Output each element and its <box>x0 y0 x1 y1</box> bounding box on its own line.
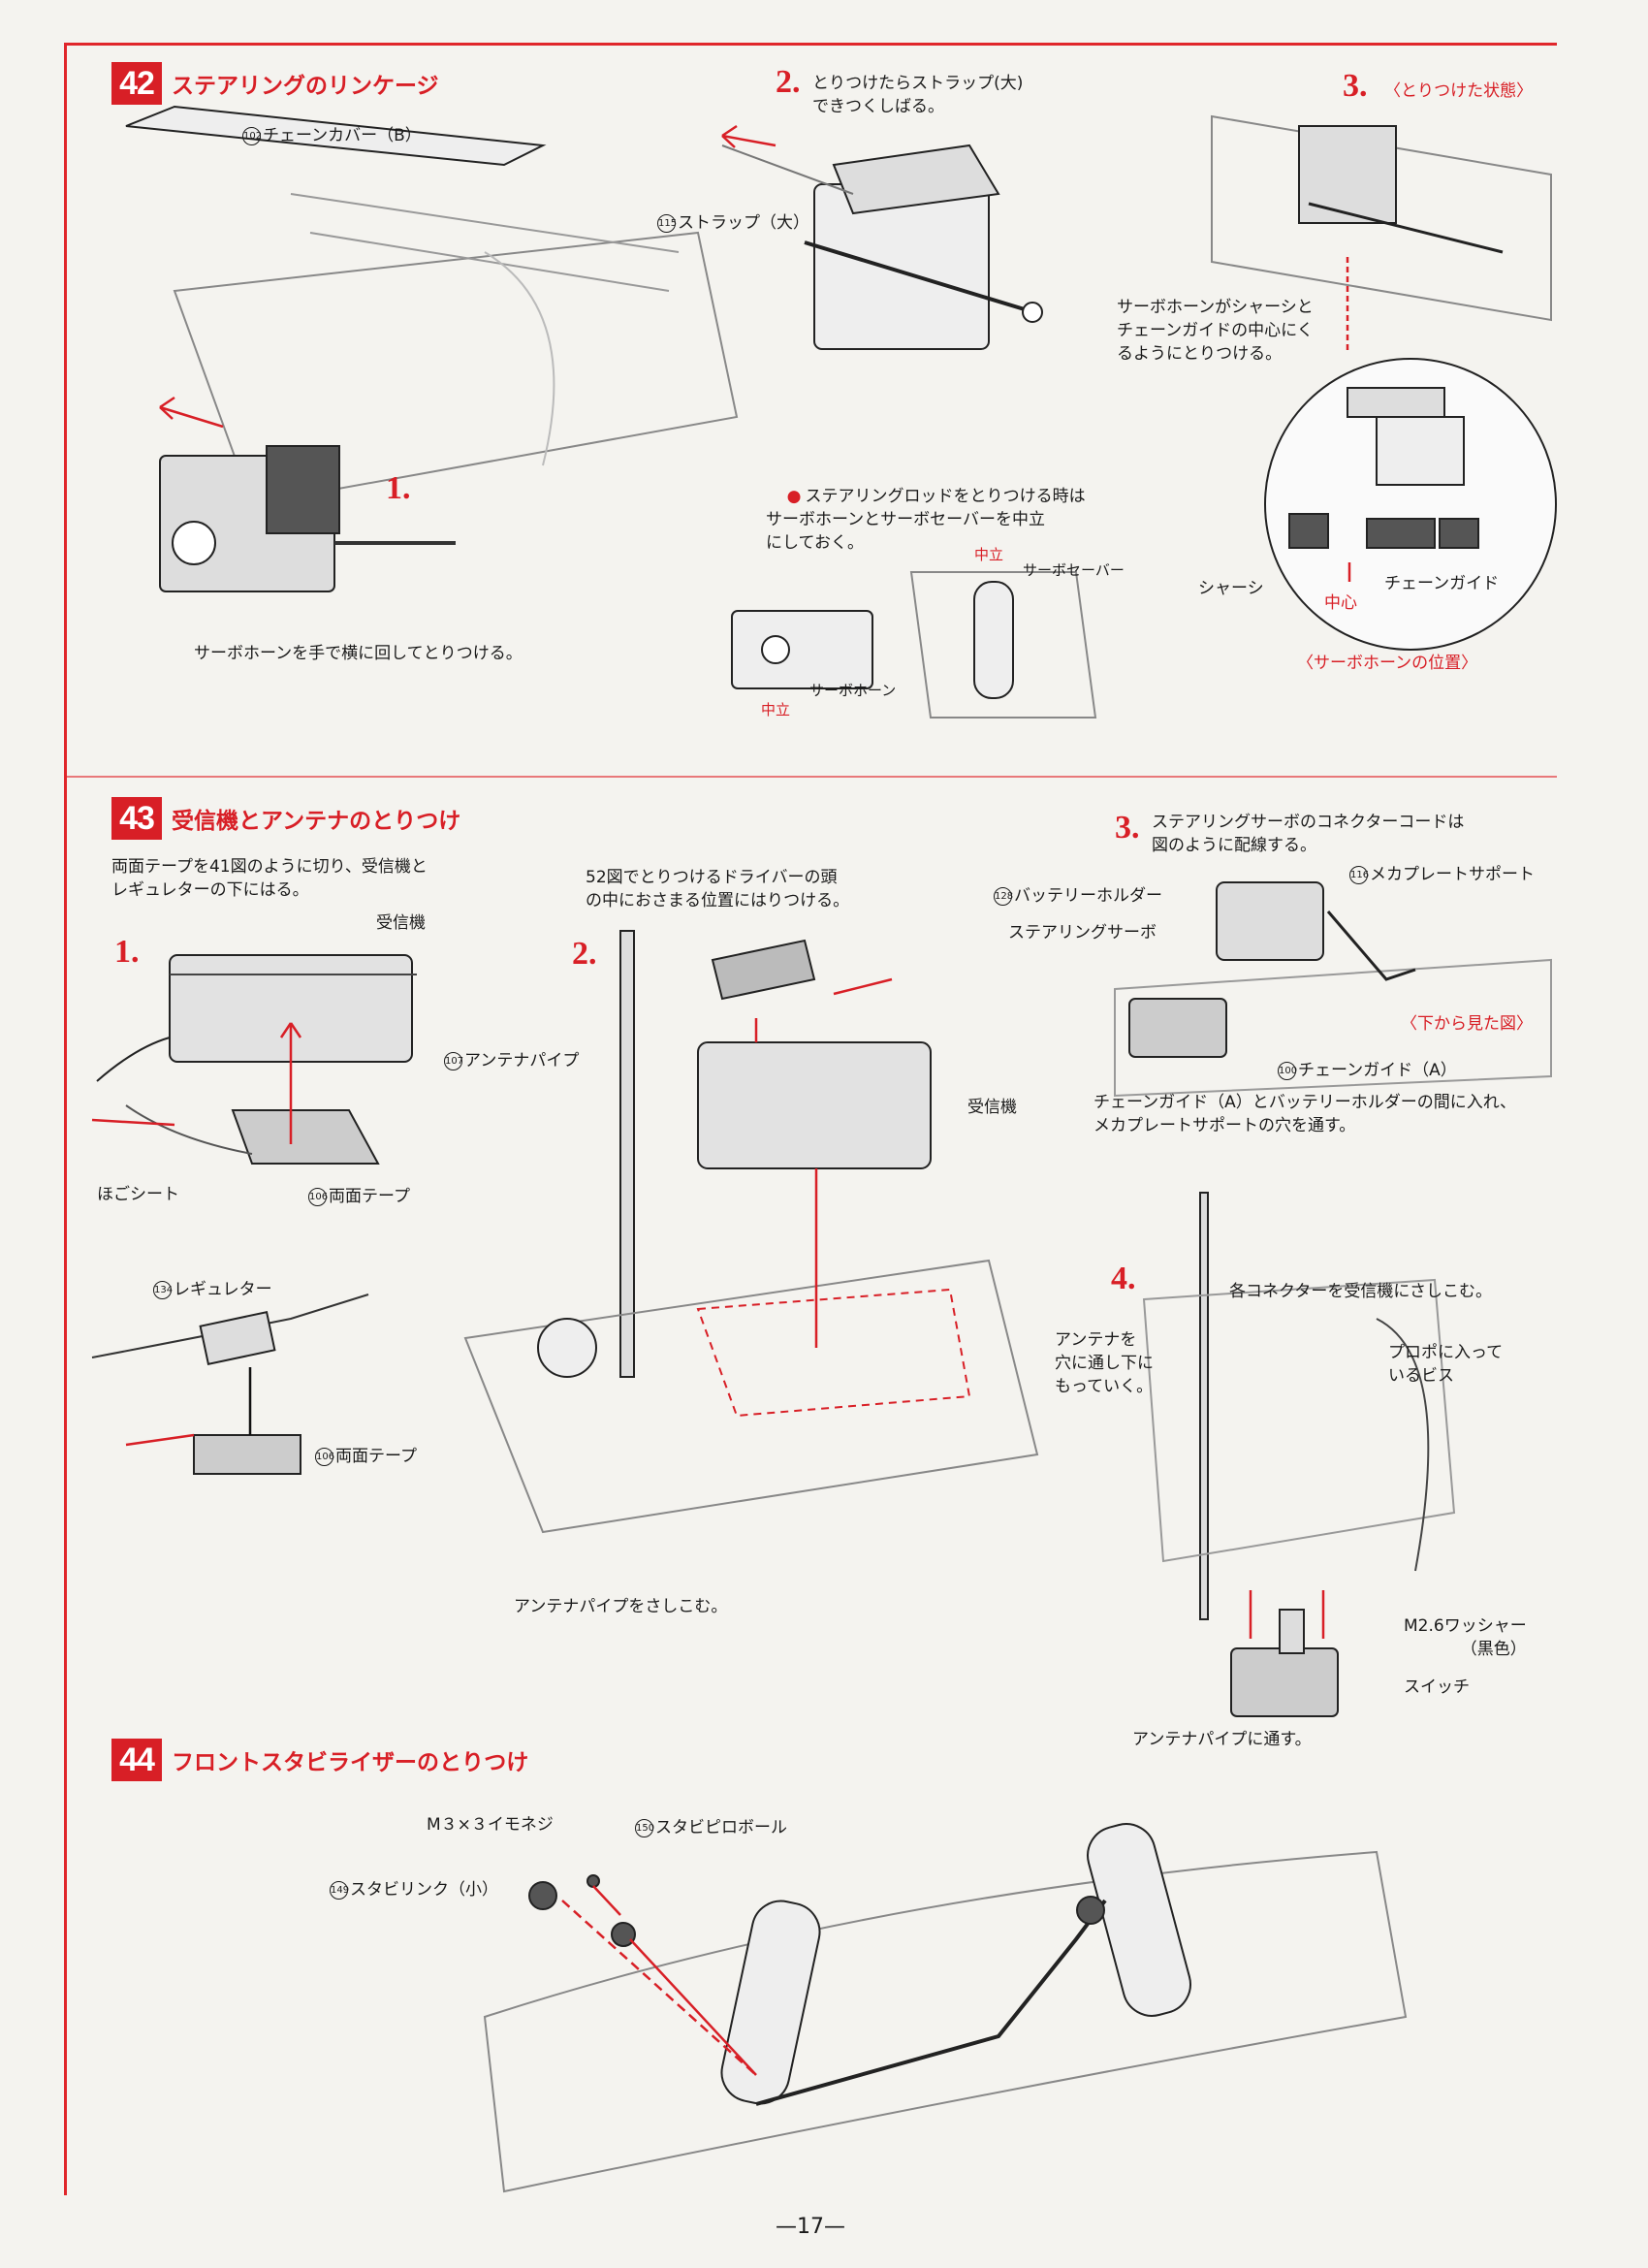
step-3-label: 3. <box>1343 68 1368 104</box>
antenna-down-note: アンテナを 穴に通し下に もっていく。 <box>1055 1330 1154 1396</box>
propo-screws-label: プロポに入って いるビス <box>1388 1343 1504 1386</box>
tape-instruction: 両面テープを41図のように切り、受信機と レギュレターの下にはる。 <box>111 857 428 900</box>
chassis-label: シャーシ <box>1198 579 1264 598</box>
frame-left-line <box>64 43 67 2195</box>
section-number: 42 <box>111 62 162 105</box>
receiver-label: 受信機 <box>376 913 426 933</box>
step-1-label: 1. <box>386 470 411 506</box>
chain-guide-a-label: 100チェーンガイド（A） <box>1278 1061 1457 1080</box>
stabi-ball-label: 150スタビピロボール <box>635 1818 787 1837</box>
step-3-label: 3. <box>1115 810 1140 846</box>
connector-note: ステアリングサーボのコネクターコードは 図のように配線する。 <box>1152 813 1465 855</box>
section-43-header: 43 受信機とアンテナのとりつけ <box>111 797 460 840</box>
rotate-note: サーボホーンを手で横に回してとりつける。 <box>194 644 523 663</box>
driver-note: 52図でとりつけるドライバーの頭 の中におさまる位置にはりつける。 <box>586 868 850 910</box>
through-pipe-label: アンテナパイプに通す。 <box>1132 1730 1312 1749</box>
section-44-header: 44 フロントスタビライザーのとりつけ <box>111 1739 528 1781</box>
stabi-link-label: 149スタビリンク（小） <box>330 1880 498 1900</box>
rod-note: ●ステアリングロッドをとりつける時は サーボホーンとサーボセーバーを中立 にして… <box>766 487 1086 553</box>
routing-note: チェーンガイド（A）とバッテリーホルダーの間に入れ、 メカプレートサポートの穴を… <box>1093 1093 1516 1135</box>
neutral-label-horn: 中立 <box>761 701 791 719</box>
chain-cover-label: 102チェーンカバー（B） <box>242 126 422 145</box>
servo-saver-label: サーボセーバー <box>1023 561 1125 579</box>
section-42-header: 42 ステアリングのリンケージ <box>111 62 439 105</box>
steering-servo-label: ステアリングサーボ <box>1008 923 1157 942</box>
step-1-label: 1. <box>114 934 140 970</box>
set-screw-label: M３×３イモネジ <box>427 1815 554 1835</box>
switch-label: スイッチ <box>1404 1677 1470 1697</box>
antenna-pipe-label: 107アンテナパイプ <box>444 1051 580 1070</box>
mecha-support-label: 116メカプレートサポート <box>1349 865 1535 884</box>
step-2-label: 2. <box>776 64 801 100</box>
ref-number: 102 <box>242 127 262 145</box>
strap-label: 115ストラップ（大） <box>657 213 809 233</box>
page-number: —17— <box>776 2215 845 2239</box>
section-number: 43 <box>111 797 162 840</box>
connectors-note: 各コネクターを受信機にさしこむ。 <box>1229 1282 1492 1301</box>
frame-top-line <box>64 43 1557 46</box>
installed-state-label: 〈とりつけた状態〉 <box>1384 81 1534 101</box>
chain-guide-label: チェーンガイド <box>1384 574 1500 593</box>
section-divider-42-43 <box>64 776 1557 778</box>
section-title: フロントスタビライザーのとりつけ <box>172 1750 529 1775</box>
section-number: 44 <box>111 1739 162 1781</box>
double-tape-label-1: 106両面テープ <box>308 1187 410 1206</box>
insert-pipe-label: アンテナパイプをさしこむ。 <box>514 1597 728 1616</box>
bottom-view-label: 〈下から見た図〉 <box>1401 1014 1533 1034</box>
horn-position-label: 〈サーボホーンの位置〉 <box>1297 654 1478 673</box>
strap-instruction: とりつけたらストラップ(大) できつくしばる。 <box>812 74 1024 116</box>
center-label: 中心 <box>1324 593 1357 613</box>
section-title: 受信機とアンテナのとりつけ <box>172 809 461 834</box>
bullet-icon: ● <box>786 487 802 506</box>
receiver-label-2: 受信機 <box>967 1098 1017 1117</box>
servo-horn-note: サーボホーンがシャーシと チェーンガイドの中心にく るようにとりつける。 <box>1117 298 1314 364</box>
battery-holder-label: 128バッテリーホルダー <box>994 886 1162 906</box>
neutral-label-saver: 中立 <box>974 546 1004 563</box>
regulator-label: 134レギュレター <box>153 1280 272 1299</box>
section-title: ステアリングのリンケージ <box>172 74 439 99</box>
step-4-label: 4. <box>1111 1261 1136 1296</box>
washer-label: M2.6ワッシャー （黒色） <box>1404 1616 1527 1659</box>
step-2-label: 2. <box>572 936 597 972</box>
servo-horn-label: サーボホーン <box>809 682 897 699</box>
double-tape-label-2: 106両面テープ <box>315 1447 417 1466</box>
backing-sheet-label: ほごシート <box>97 1185 179 1204</box>
